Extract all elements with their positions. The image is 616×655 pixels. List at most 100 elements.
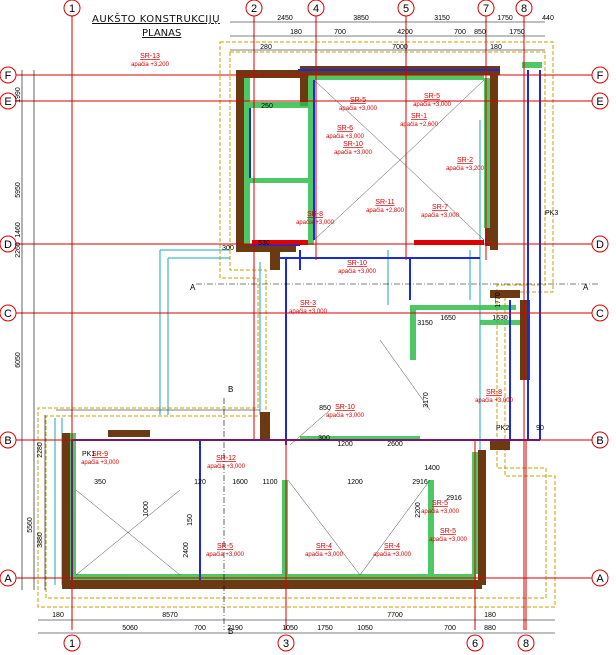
slab-level: apačia +2,600 xyxy=(400,122,439,128)
dimension-text: 90 xyxy=(536,425,544,432)
axis-label: 4 xyxy=(313,3,319,15)
slab-id: SR-5 xyxy=(432,500,448,507)
dimension-text: 530 xyxy=(258,240,270,247)
axis-label: A xyxy=(596,573,604,585)
axis-bubble-top: 5 xyxy=(397,0,415,17)
slab-level: apačia +3,000 xyxy=(326,413,365,419)
slab-level: apačia +3,000 xyxy=(373,552,412,558)
axis-label: 8 xyxy=(521,3,527,15)
slab-id: SR-2 xyxy=(457,157,473,164)
axis-label: E xyxy=(4,96,11,108)
axis-bubble-left: F xyxy=(0,66,17,84)
dimension-text: 700 xyxy=(194,625,206,632)
dimension-text: 880 xyxy=(484,625,496,632)
dimension-text: 2190 xyxy=(227,625,243,632)
slab-level: apačia +3,000 xyxy=(421,509,460,515)
axis-label: A xyxy=(4,573,12,585)
dimension-text: 3150 xyxy=(417,320,433,327)
axis-bubble-left: A xyxy=(0,569,17,587)
dimension-text: 700 xyxy=(444,625,456,632)
dimension-text: 850 xyxy=(319,405,331,412)
dimension-text: 2280 xyxy=(37,442,44,458)
axis-label: B xyxy=(596,435,603,447)
pk1-mark: PK1 xyxy=(82,451,95,458)
axis-bubble-top: 2 xyxy=(245,0,263,17)
dimension-text: 280 xyxy=(260,44,272,51)
axis-bubble-top: 8 xyxy=(515,0,533,17)
outline-dashed xyxy=(37,41,556,608)
section-a-mark: A xyxy=(583,283,589,292)
slab-level: apačia +3,000 xyxy=(305,552,344,558)
dimension-text: 4200 xyxy=(397,29,413,36)
slab-level: apačia +3,000 xyxy=(413,102,452,108)
slab-level: apačia +3,200 xyxy=(446,166,485,172)
pk3-mark: PK3 xyxy=(545,210,558,217)
dimension-text: 2916 xyxy=(412,479,428,486)
axis-label: 1 xyxy=(69,3,75,15)
dimension-text: 1600 xyxy=(232,479,248,486)
slab-level: apačia +3,000 xyxy=(421,213,460,219)
dimension-text: 1650 xyxy=(440,315,456,322)
dimension-text: 1200 xyxy=(337,441,353,448)
dimension-text: 1750 xyxy=(497,15,513,22)
dimension-text: 2260 xyxy=(15,242,22,258)
dimension-text: 180 xyxy=(490,44,502,51)
dimension-text: 3170 xyxy=(423,392,430,408)
section-b-mark: B xyxy=(228,627,233,636)
dimension-text: 2200 xyxy=(415,502,422,518)
label-SR-5d: SR-5 apačia +3,000 xyxy=(421,500,460,515)
slab-level: apačia +3,000 xyxy=(429,537,468,543)
axis-label: F xyxy=(5,70,12,82)
dimension-text: 250 xyxy=(261,103,273,110)
slab-level: apačia +3,000 xyxy=(338,269,377,275)
axis-label: 2 xyxy=(251,3,257,15)
dimension-text: 180 xyxy=(290,29,302,36)
slab-id: SR-3 xyxy=(300,300,316,307)
dimension-text: 1050 xyxy=(357,625,373,632)
dimension-text: 180 xyxy=(484,612,496,619)
slab-id: SR-5 xyxy=(217,543,233,550)
slab-level: apačia +3,000 xyxy=(206,552,245,558)
slab-id: SR-10 xyxy=(347,260,367,267)
axis-label: E xyxy=(596,96,603,108)
dimension-text: 6050 xyxy=(15,352,22,368)
slab-id: SR-5 xyxy=(440,528,456,535)
slab-level: apačia +3,000 xyxy=(81,460,120,466)
axis-bubble-bottom: 3 xyxy=(277,634,295,652)
dimension-text: 5560 xyxy=(27,517,34,533)
axis-bubble-right: E xyxy=(591,92,609,110)
slab-id: SR-12 xyxy=(216,455,236,462)
dimension-text: 5950 xyxy=(15,182,22,198)
dimension-lines xyxy=(21,21,555,634)
slab-level: apačia +2,800 xyxy=(366,208,405,214)
slab-id: SR-6 xyxy=(337,125,353,132)
slab-level: apačia +3,000 xyxy=(326,134,365,140)
section-a-mark: A xyxy=(190,283,196,292)
axis-label: F xyxy=(597,70,604,82)
slab-id: SR-1 xyxy=(411,113,427,120)
dimension-text: 2600 xyxy=(387,441,403,448)
axis-bubble-left: D xyxy=(0,235,17,253)
slab-level: apačia +3,000 xyxy=(475,398,514,404)
dimension-text: 120 xyxy=(194,479,206,486)
dimension-text: 1750 xyxy=(509,29,525,36)
dimension-text: 1400 xyxy=(424,465,440,472)
red-beams xyxy=(252,240,484,245)
label-SR-10b: SR-10 apačia +3,000 xyxy=(338,260,377,275)
slab-id: SR-13 xyxy=(140,53,160,60)
dimension-text: 1100 xyxy=(262,479,277,486)
diagonal-lines xyxy=(75,79,485,576)
axis-label: C xyxy=(4,308,12,320)
axis-bubble-bottom: 1 xyxy=(63,634,81,652)
axis-bubble-left: C xyxy=(0,304,17,322)
label-SR-1: SR-1 apačia +2,600 xyxy=(400,113,439,128)
